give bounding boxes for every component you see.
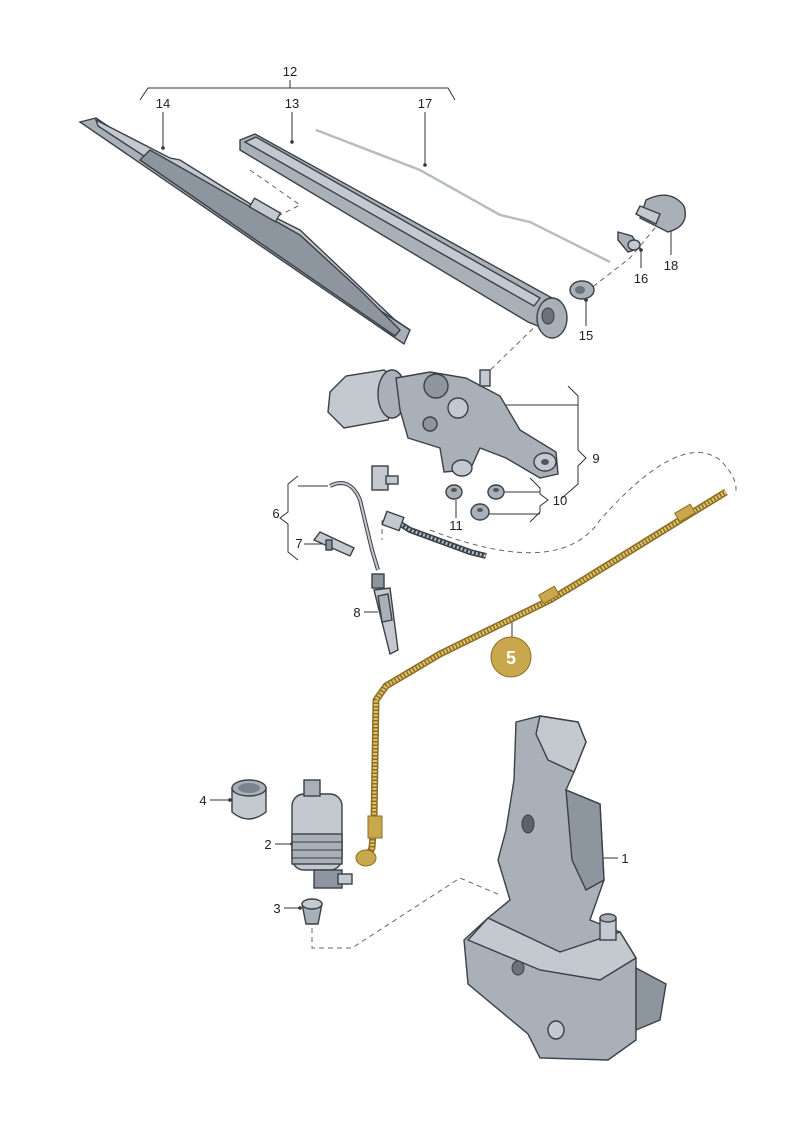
wiper-rod [315, 128, 611, 264]
callout-12: 12 [283, 64, 297, 79]
wiper-arm [239, 133, 568, 339]
wiper-motor [327, 369, 559, 479]
part-7-clip [312, 531, 355, 557]
callout-2: 2 [264, 837, 271, 852]
callout-4: 4 [199, 793, 206, 808]
callout-16: 16 [634, 271, 648, 286]
callout-6: 6 [272, 506, 279, 521]
callout-18: 18 [664, 258, 678, 273]
callout-11: 11 [449, 518, 463, 533]
part-11-nut [445, 484, 463, 500]
highlight-badge-5: 5 [490, 636, 532, 678]
callout-15: 15 [579, 328, 593, 343]
part-3-grommet [301, 898, 323, 925]
callout-10: 10 [553, 493, 567, 508]
callout-14: 14 [156, 96, 170, 111]
callout-9: 9 [592, 451, 599, 466]
part-6-hose-connector [329, 465, 487, 571]
part-10-nuts [470, 484, 505, 521]
part-8-nozzle [371, 573, 399, 656]
part-16-nut [617, 231, 642, 253]
svg-text:5: 5 [506, 648, 516, 668]
callout-7: 7 [295, 536, 302, 551]
part-18-cap [635, 194, 686, 233]
callout-8: 8 [353, 605, 360, 620]
callout-17: 17 [418, 96, 432, 111]
callout-labels: 12 14 13 17 15 16 18 9 10 11 6 7 8 4 2 3… [156, 64, 678, 916]
callout-1: 1 [621, 851, 628, 866]
callout-3: 3 [273, 901, 280, 916]
wiper-blade [78, 117, 411, 346]
callout-13: 13 [285, 96, 299, 111]
part-4-sleeve [231, 779, 267, 820]
part-1-washer-reservoir [463, 715, 667, 1061]
part-15-bushing [569, 280, 595, 300]
washer-hose-highlighted [355, 489, 728, 867]
part-2-washer-pump [291, 779, 353, 889]
